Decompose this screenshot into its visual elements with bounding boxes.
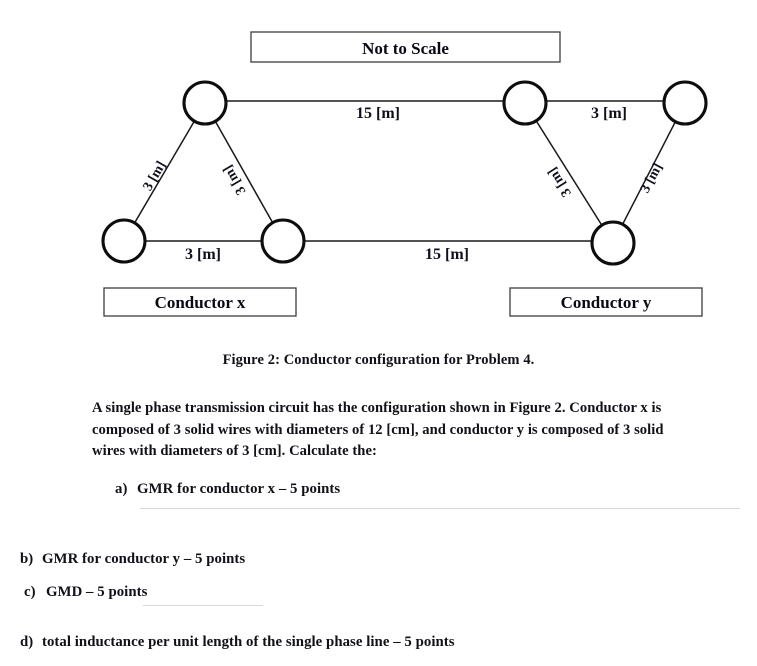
- conductor-y-left-diagonal: [524, 102, 614, 244]
- conductor-configuration-figure: Not to Scale 15 [m] 3 [m] 3 [m]: [101, 31, 708, 317]
- figure-diagram-svg: Not to Scale 15 [m] 3 [m] 3 [m]: [101, 31, 708, 317]
- dimension-conductor-y-left-diagonal: 3 [m]: [545, 165, 574, 200]
- problem-paragraph: A single phase transmission circuit has …: [92, 400, 664, 459]
- conductor-x-box: [103, 287, 297, 317]
- not-to-scale-box: [250, 31, 561, 63]
- separator-rule-1: [140, 508, 740, 509]
- conductor-x-label: Conductor x: [155, 293, 246, 312]
- question-item-a-marker: a): [115, 481, 128, 497]
- question-item-d-marker: d): [20, 634, 34, 650]
- question-item-b-marker: b): [20, 551, 34, 567]
- conductor-y-right-diagonal: [612, 102, 686, 244]
- conductor-y-bottom-node: [590, 220, 636, 266]
- dimension-top-span-center: 15 [m]: [356, 105, 400, 122]
- figure-caption: Figure 2: Conductor configuration for Pr…: [222, 352, 535, 368]
- dimension-conductor-x-right-diagonal: 3 [m]: [221, 162, 250, 197]
- dimension-conductor-x-left-diagonal: 3 [m]: [141, 159, 170, 194]
- not-to-scale-label: Not to Scale: [362, 39, 449, 58]
- question-item-d-text: total inductance per unit length of the …: [42, 634, 455, 650]
- dimension-top-span-right: 3 [m]: [591, 105, 627, 122]
- problem-statement-block: A single phase transmission circuit has …: [92, 398, 670, 463]
- conductor-y-label: Conductor y: [561, 293, 652, 312]
- conductor-y-box: [509, 287, 703, 317]
- dimension-bottom-span-center: 15 [m]: [425, 246, 469, 263]
- conductor-y-top-left-node: [502, 80, 548, 126]
- question-item-b-text: GMR for conductor y – 5 points: [42, 551, 246, 567]
- question-item-b: b) GMR for conductor y – 5 points: [20, 551, 245, 568]
- conductor-x-right-diagonal: [198, 94, 284, 242]
- separator-rule-2: [143, 605, 263, 606]
- dimension-bottom-span-left: 3 [m]: [185, 246, 221, 263]
- conductor-y-top-right-node: [662, 80, 708, 126]
- question-item-a-text: GMR for conductor x – 5 points: [137, 481, 341, 497]
- question-item-c-text: GMD – 5 points: [46, 584, 148, 600]
- conductor-x-bottom-left-node: [101, 218, 147, 264]
- conductor-x-bottom-right-node: [260, 218, 306, 264]
- dimension-conductor-y-right-diagonal: 3 [m]: [638, 161, 666, 196]
- question-item-c-marker: c): [24, 584, 36, 600]
- question-item-c: c) GMD – 5 points: [24, 584, 147, 601]
- question-item-a: a) GMR for conductor x – 5 points: [115, 481, 340, 498]
- question-item-d: d) total inductance per unit length of th…: [20, 634, 455, 651]
- conductor-x-top-node: [182, 80, 228, 126]
- conductor-x-left-diagonal: [123, 94, 212, 242]
